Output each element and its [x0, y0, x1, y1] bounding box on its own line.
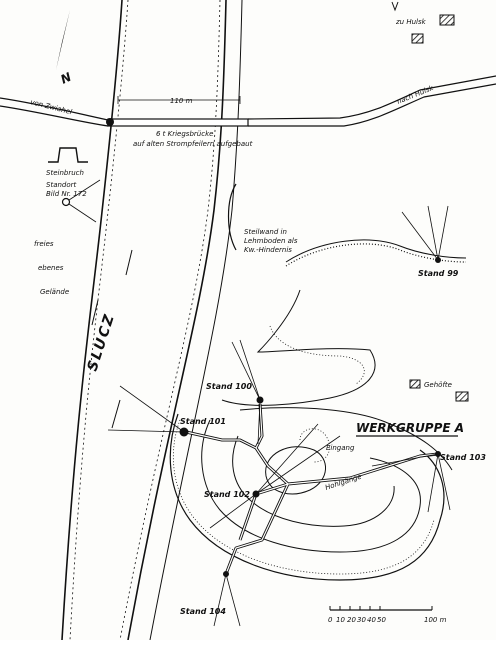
work-group: WERKGRUPPE A — [356, 421, 464, 437]
bridge-caption-line2: auf alten Strompfeilern aufgebaut — [133, 140, 253, 148]
tunnel-lines-inner — [185, 403, 439, 575]
quarry-label: Steinbruch — [46, 169, 84, 177]
scale-tick-10: 10 — [336, 616, 345, 624]
road-network: von Zwiahel 110 m nach Hulsk 6 t Kriegsb… — [0, 75, 496, 148]
scale-end-label: 100 m — [424, 616, 447, 624]
stand-103-label: Stand 103 — [440, 453, 486, 462]
road-east-edge-a — [247, 75, 496, 120]
contour-inner — [232, 435, 395, 527]
contour-outer — [169, 413, 445, 581]
road-east-edge-b — [248, 83, 496, 127]
viewpoint: Standort Bild Nr. 172 — [46, 179, 101, 223]
bridge-span-dimension — [117, 96, 241, 104]
steep-wall-line — [227, 183, 237, 251]
steep-wall-line3: Kw.-Hindernis — [244, 246, 292, 254]
open-ground-line2: ebenes — [38, 264, 64, 272]
work-group-title: WERKGRUPPE A — [356, 421, 464, 435]
steep-wall-line1: Steilwand in — [244, 228, 287, 236]
legend-farm-symbol-2 — [411, 33, 424, 44]
river-east-bank-shade — [119, 0, 221, 641]
stands: Stand 100 Stand 101 Stand 102 Stand 103 … — [107, 339, 486, 627]
ridge-99-hachure — [285, 243, 467, 267]
open-ground-line3: Gelände — [40, 288, 69, 296]
scale-tick-0: 0 — [328, 616, 333, 624]
stand-100-label: Stand 100 — [206, 382, 252, 391]
bridge-abutment-west — [106, 118, 114, 126]
contour-north-hachure — [269, 325, 365, 385]
scale-bar: 0 10 20 30 40 50 100 m — [328, 606, 447, 624]
stand-102-label: Stand 102 — [204, 490, 250, 499]
river-west-bank-shade — [69, 0, 129, 641]
quarry: Steinbruch — [46, 147, 88, 177]
contour-outer-hachure — [172, 419, 435, 575]
road-west-edge-b — [0, 105, 109, 127]
tunnels-label: Hohlgänge — [324, 473, 362, 492]
steep-wall-note: Steilwand in Lehmboden als Kw.-Hindernis — [227, 183, 298, 254]
stand-99-label: Stand 99 — [418, 269, 459, 278]
farm-symbol-2 — [455, 391, 469, 402]
quarry-symbol — [48, 147, 88, 163]
entrance-label: Eingang — [326, 444, 355, 452]
road-from-label: von Zwiahel — [30, 98, 73, 116]
viewpoint-sightlines — [68, 179, 101, 223]
north-arrow: N — [56, 10, 73, 87]
scale-bar-ticks — [329, 606, 433, 610]
stand-101-fire-lines — [107, 385, 185, 433]
open-ground: freies ebenes Gelände — [34, 240, 69, 296]
legend-arrow-icon — [391, 1, 399, 12]
stand-104-label: Stand 104 — [180, 607, 226, 616]
steep-wall-line2: Lehmboden als — [244, 237, 298, 245]
fortification-terrain — [169, 289, 453, 581]
river-flow-arrows — [91, 249, 133, 429]
stand-102-fire-lines — [209, 423, 341, 529]
viewpoint-label-line1: Standort — [46, 181, 77, 189]
legend-to-hulsk-label: zu Hulsk — [395, 18, 427, 26]
stand-101-label: Stand 101 — [180, 417, 226, 426]
river-east-terrace — [149, 0, 243, 641]
river-east-bank — [127, 0, 227, 641]
farm-symbol-1 — [409, 379, 421, 389]
contour-ridge — [239, 407, 453, 471]
scale-tick-30: 30 — [357, 616, 366, 624]
north-arrow-icon — [56, 10, 70, 70]
stand-103-fire-lines — [371, 453, 451, 513]
stand-99-fire-lines — [401, 205, 449, 261]
bridge-deck — [107, 118, 249, 127]
viewpoint-label-line2: Bild Nr. 172 — [46, 190, 87, 198]
bridge-caption-line1: 6 t Kriegsbrücke — [156, 130, 213, 138]
scale-tick-40: 40 — [367, 616, 376, 624]
entrance-mound — [299, 428, 330, 463]
stand-99-area: Stand 99 — [285, 205, 467, 278]
road-to-label: nach Hulsk — [396, 84, 436, 106]
north-label: N — [58, 70, 73, 87]
bridge-span-label: 110 m — [170, 97, 193, 105]
farms-label: Gehöfte — [424, 381, 452, 389]
stand-100-fire-lines — [231, 339, 261, 445]
contour-mid — [201, 419, 421, 553]
legend: zu Hulsk — [391, 1, 455, 44]
ridge-99-line — [285, 239, 467, 263]
contour-north — [221, 289, 376, 406]
viewpoint-marker-icon — [61, 197, 71, 207]
open-ground-line1: freies — [34, 240, 54, 248]
road-west-edge-a — [0, 97, 109, 121]
river-west-bank — [61, 0, 123, 641]
stand-104-fire-lines — [213, 573, 241, 627]
scale-tick-20: 20 — [347, 616, 356, 624]
farms: Gehöfte — [409, 379, 469, 402]
legend-farm-symbol — [439, 14, 455, 26]
scale-tick-50: 50 — [377, 616, 386, 624]
